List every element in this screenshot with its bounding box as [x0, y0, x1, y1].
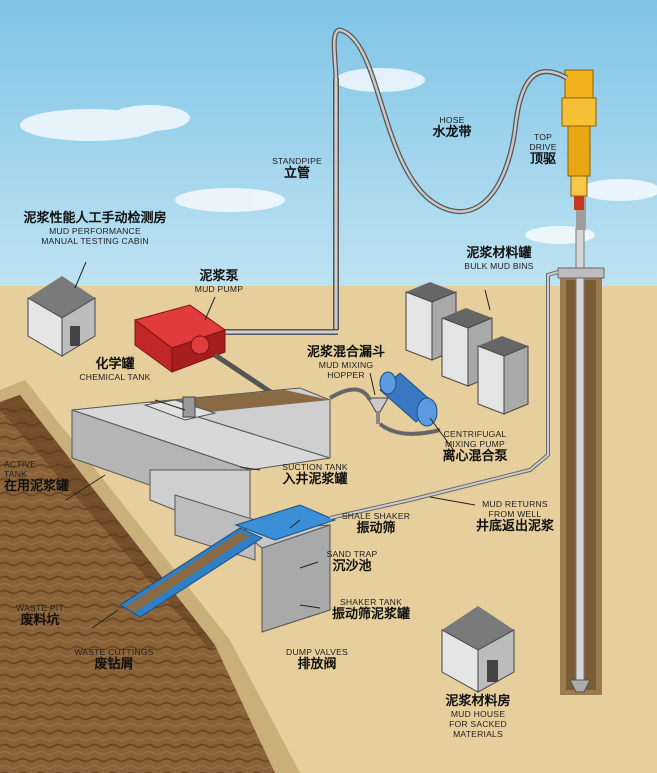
label-chemical-tank-zh: 化学罐	[95, 357, 135, 372]
label-mud-pump-zh: 泥浆泵	[199, 269, 239, 284]
label-standpipe-zh: 立管	[283, 165, 310, 181]
label-mixing-hopper-en: MUD MIXING HOPPER	[318, 359, 374, 380]
label-centrifugal-pump-en: CENTRIFUGAL MIXING PUMP	[443, 429, 507, 449]
label-centrifugal-pump: CENTRIFUGAL MIXING PUMP 离心混合泵	[432, 429, 518, 465]
label-mixing-hopper-zh: 泥浆混合漏斗	[306, 345, 385, 360]
label-sand-trap-en: SAND TRAP	[326, 549, 378, 559]
label-bulk-mud-bins: 泥浆材料罐 BULK MUD BINS	[455, 246, 543, 272]
label-bulk-mud-bins-en: BULK MUD BINS	[464, 260, 534, 271]
label-waste-pit: WASTE PIT 废料坑	[10, 603, 70, 629]
mixing-hopper	[367, 397, 389, 424]
label-centrifugal-pump-zh: 离心混合泵	[442, 448, 508, 464]
label-mud-pump-en: MUD PUMP	[194, 283, 244, 294]
label-standpipe-en: STANDPIPE	[272, 156, 322, 166]
label-dump-valves-en: DUMP VALVES	[286, 647, 348, 657]
label-shaker-tank-zh: 振动筛泥浆罐	[331, 606, 410, 622]
label-dump-valves-zh: 排放阀	[297, 656, 337, 672]
top-drive	[561, 69, 597, 230]
label-testing-cabin-zh: 泥浆性能人工手动检测房	[23, 211, 167, 226]
label-shale-shaker-zh: 振动筛	[356, 520, 396, 536]
label-top-drive-zh: 顶驱	[529, 151, 556, 167]
label-shale-shaker-en: SHALE SHAKER	[341, 511, 411, 521]
label-mud-house-en: MUD HOUSE FOR SACKED MATERIALS	[449, 708, 507, 739]
label-suction-tank: SUCTION TANK 入井泥浆罐	[275, 462, 355, 488]
label-top-drive-en: TOP DRIVE	[529, 132, 557, 152]
bulk-mud-bins	[405, 282, 529, 415]
label-shale-shaker: SHALE SHAKER 振动筛	[340, 511, 412, 537]
label-active-tank-en: ACTIVE TANK	[4, 459, 37, 479]
label-mud-pump: 泥浆泵 MUD PUMP	[190, 269, 248, 295]
label-mud-house: 泥浆材料房 MUD HOUSE FOR SACKED MATERIALS	[438, 694, 518, 740]
label-mixing-hopper: 泥浆混合漏斗 MUD MIXING HOPPER	[298, 345, 394, 381]
label-dump-valves: DUMP VALVES 排放阀	[282, 647, 352, 673]
label-sand-trap-zh: 沉沙池	[332, 558, 372, 574]
label-mud-house-zh: 泥浆材料房	[445, 694, 511, 709]
label-mud-returns: MUD RETURNS FROM WELL 井底返出泥浆	[470, 499, 560, 535]
tank-system	[71, 387, 331, 633]
label-waste-cuttings-zh: 废钻屑	[94, 656, 134, 672]
label-waste-pit-en: WASTE PIT	[16, 603, 64, 613]
label-chemical-tank-en: CHEMICAL TANK	[79, 371, 151, 382]
label-hose-zh: 水龙带	[432, 124, 472, 140]
label-testing-cabin: 泥浆性能人工手动检测房 MUD PERFORMANCE MANUAL TESTI…	[20, 211, 170, 247]
label-standpipe: STANDPIPE 立管	[266, 156, 328, 182]
testing-cabin	[27, 276, 96, 357]
label-active-tank: ACTIVE TANK 在用泥浆罐	[4, 459, 84, 495]
label-waste-cuttings: WASTE CUTTINGS 废钻屑	[66, 647, 162, 673]
label-testing-cabin-en: MUD PERFORMANCE MANUAL TESTING CABIN	[41, 225, 149, 246]
label-waste-pit-zh: 废料坑	[20, 612, 60, 628]
shale-shaker	[119, 504, 337, 618]
label-waste-cuttings-en: WASTE CUTTINGS	[74, 647, 154, 657]
label-hose: HOSE 水龙带	[427, 115, 477, 141]
leader-lines	[65, 261, 491, 629]
label-active-tank-zh: 在用泥浆罐	[4, 478, 70, 494]
wellbore	[557, 227, 605, 695]
label-chemical-tank: 化学罐 CHEMICAL TANK	[70, 357, 160, 383]
centrifugal-pump	[379, 371, 438, 427]
label-mud-returns-en: MUD RETURNS FROM WELL	[482, 499, 548, 519]
label-sand-trap: SAND TRAP 沉沙池	[322, 549, 382, 575]
label-top-drive: TOP DRIVE 顶驱	[520, 132, 566, 168]
label-hose-en: HOSE	[439, 115, 465, 125]
label-suction-tank-zh: 入井泥浆罐	[282, 471, 348, 487]
label-shaker-tank: SHAKER TANK 振动筛泥浆罐	[326, 597, 416, 623]
label-mud-returns-zh: 井底返出泥浆	[475, 518, 554, 534]
label-bulk-mud-bins-zh: 泥浆材料罐	[466, 246, 532, 261]
mud-house	[441, 606, 515, 693]
label-suction-tank-en: SUCTION TANK	[282, 462, 348, 472]
label-shaker-tank-en: SHAKER TANK	[339, 597, 403, 607]
mud-pump	[133, 304, 227, 373]
